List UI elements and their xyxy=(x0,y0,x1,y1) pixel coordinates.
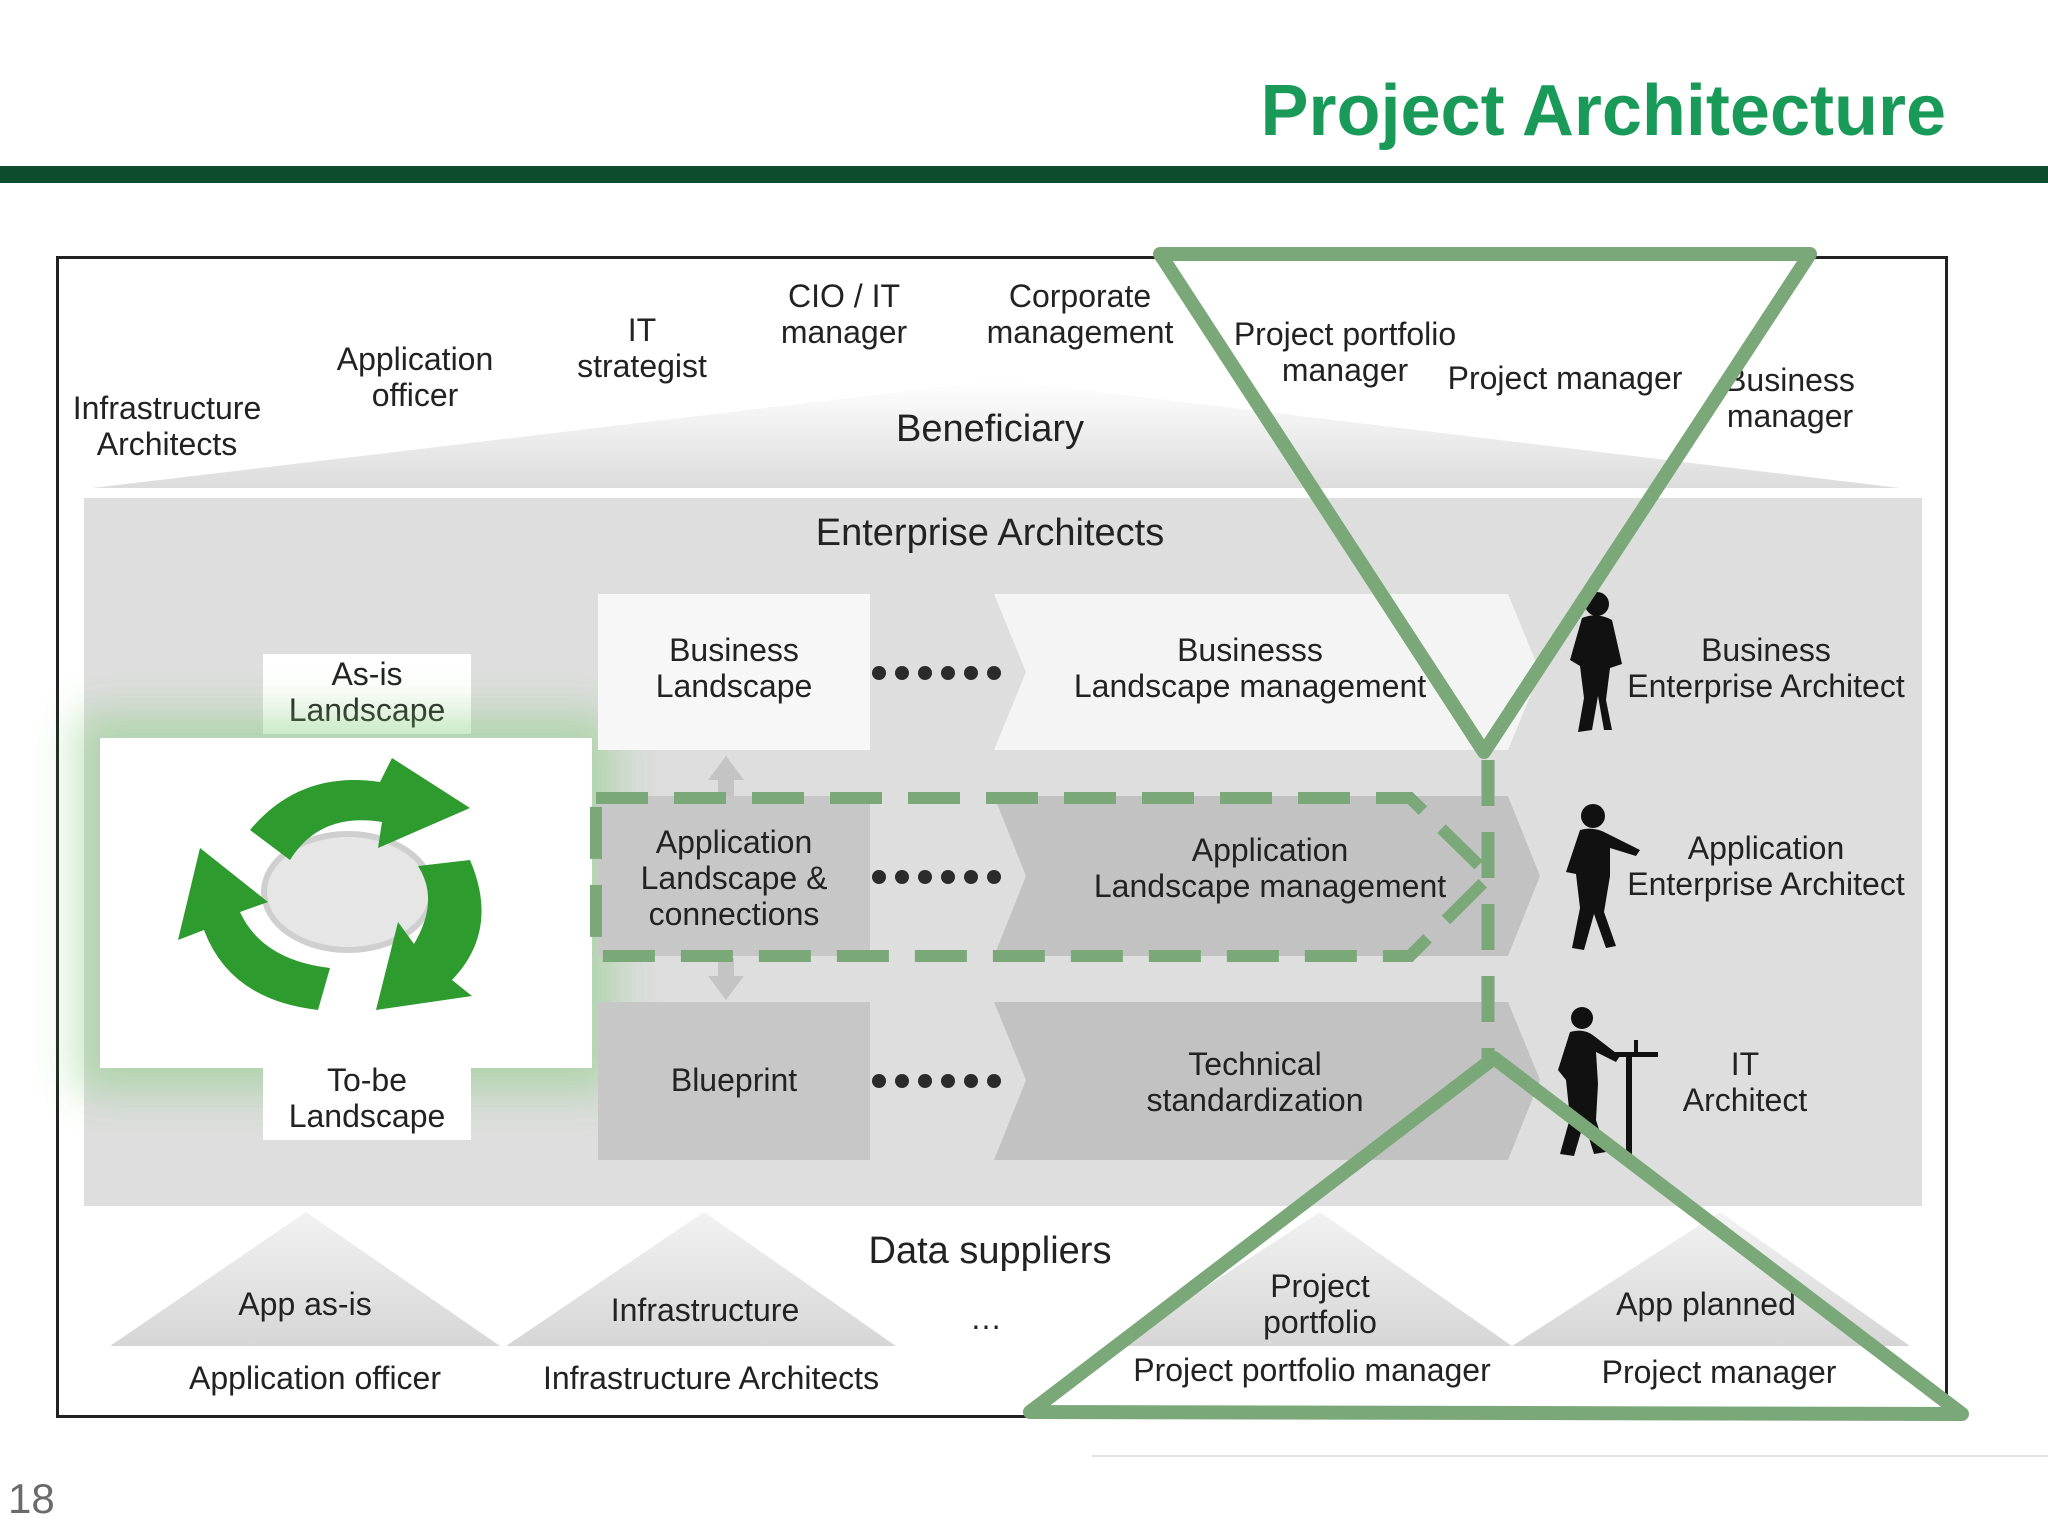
title-rule xyxy=(0,166,2048,183)
application-row-highlight xyxy=(590,792,1499,962)
row2-connector-dots xyxy=(872,870,1010,889)
application-architect-figure-icon xyxy=(1566,804,1640,950)
blueprint-label: Blueprint xyxy=(670,1062,798,1098)
footer-rule xyxy=(1092,1455,2048,1457)
data-suppliers-ellipsis: … xyxy=(970,1300,1002,1336)
supplier-project-portfolio-triangle xyxy=(1116,1212,1512,1346)
supplier-app-planned-triangle xyxy=(1512,1212,1910,1346)
supplier-infrastructure-label: Infrastructure xyxy=(610,1292,800,1328)
funnel-bottom-triangle xyxy=(1023,1051,1969,1421)
application-landscape-chevron xyxy=(994,796,1540,956)
beneficiary-title: Beneficiary xyxy=(896,408,1084,450)
data-suppliers-title: Data suppliers xyxy=(868,1230,1112,1272)
row3-connector-dots xyxy=(872,1074,1010,1093)
supplier-application-officer-label: Application officer xyxy=(189,1360,441,1396)
supplier-project-portfolio-manager-label: Project portfolio manager xyxy=(1133,1352,1491,1388)
supplier-app-planned-label: App planned xyxy=(1616,1286,1796,1322)
recycle-arrow-top xyxy=(250,758,470,860)
arrow-down-icon xyxy=(708,958,744,1000)
page-number: 18 xyxy=(8,1475,55,1522)
recycle-arrow-left xyxy=(178,848,330,1010)
row1-connector-dots xyxy=(872,666,1010,685)
enterprise-architects-title: Enterprise Architects xyxy=(815,512,1165,554)
recycle-arrows xyxy=(178,758,482,1010)
funnel-top-triangle xyxy=(1153,247,1817,759)
to-be-landscape-card xyxy=(263,1060,471,1140)
business-landscape-box xyxy=(598,594,870,750)
arrow-up-icon xyxy=(708,756,744,796)
role-project-manager: Project manager xyxy=(1447,360,1683,396)
supplier-app-as-is-triangle xyxy=(110,1212,500,1346)
slide-title: Project Architecture xyxy=(1260,71,1946,151)
supplier-infrastructure-triangle xyxy=(506,1212,896,1346)
supplier-project-manager-label: Project manager xyxy=(1601,1354,1837,1390)
blueprint-box xyxy=(598,1002,870,1160)
recycle-arrow-right xyxy=(376,860,482,1010)
roof-shape xyxy=(92,380,1900,488)
vertical-arrows xyxy=(708,756,744,1000)
as-is-landscape-card xyxy=(263,654,471,734)
application-landscape-box xyxy=(598,796,870,956)
supplier-infrastructure-architects-label: Infrastructure Architects xyxy=(542,1360,880,1396)
supplier-app-as-is-label: App as-is xyxy=(238,1286,372,1322)
